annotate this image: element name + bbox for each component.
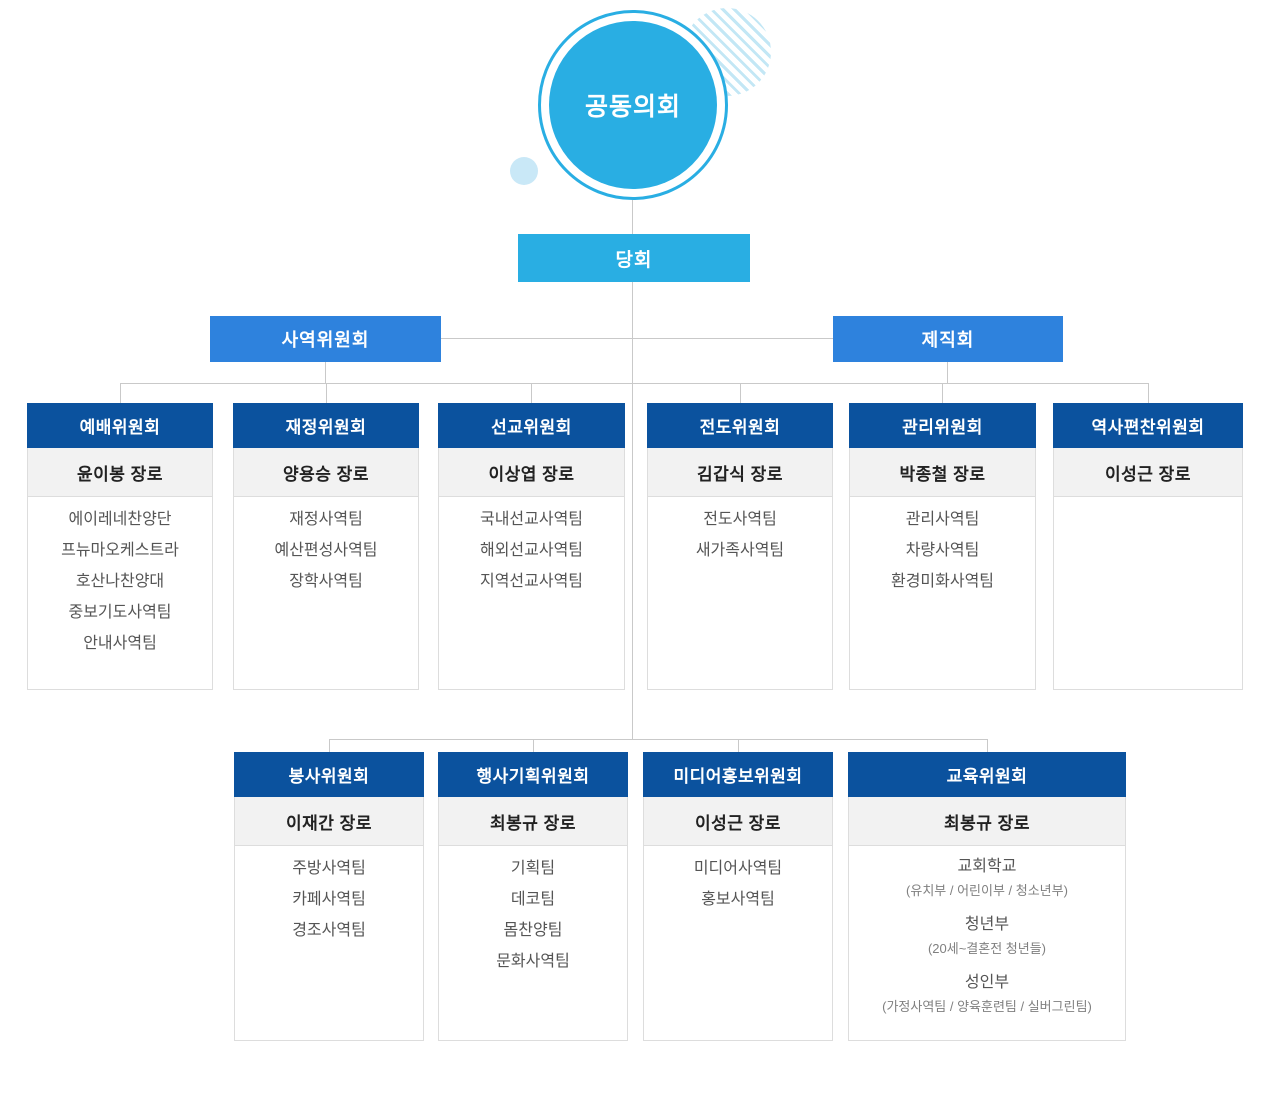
decorative-dot xyxy=(510,157,538,185)
team-item: 프뉴마오케스트라 xyxy=(61,542,179,559)
committee-groups: 교회학교 (유치부 / 어린이부 / 청소년부) 청년부 (20세~결혼전 청년… xyxy=(849,846,1125,1018)
team-item: 경조사역팀 xyxy=(292,922,366,939)
committee-teams: 관리사역팀 차량사역팀 환경미화사역팀 xyxy=(850,497,1035,597)
connector-line xyxy=(740,383,741,403)
root-node-label: 공동의회 xyxy=(549,21,717,189)
team-item: 안내사역팀 xyxy=(83,635,157,652)
committee-teams: 기획팀 데코팀 몸찬양팀 문화사역팀 xyxy=(439,846,627,977)
connector-line xyxy=(120,383,1148,384)
group-note: (20세~결혼전 청년들) xyxy=(927,941,1047,956)
connector-line xyxy=(533,739,534,752)
committee-title: 교육위원회 xyxy=(848,752,1126,797)
session-box: 당회 xyxy=(518,234,750,282)
connector-line xyxy=(329,739,987,740)
committee-leader: 이상엽 장로 xyxy=(439,448,624,497)
group-name: 성인부 xyxy=(964,974,1010,991)
committee-title: 전도위원회 xyxy=(647,403,833,448)
committee-leader: 최봉규 장로 xyxy=(439,797,627,846)
committee-card-mission: 선교위원회 이상엽 장로 국내선교사역팀 해외선교사역팀 지역선교사역팀 xyxy=(438,403,625,690)
team-item: 장학사역팀 xyxy=(289,573,363,590)
group-name: 교회학교 xyxy=(957,858,1017,875)
connector-line xyxy=(120,383,121,403)
team-item: 중보기도사역팀 xyxy=(68,604,172,621)
committee-title: 역사편찬위원회 xyxy=(1053,403,1243,448)
committee-card-education: 교육위원회 최봉규 장로 교회학교 (유치부 / 어린이부 / 청소년부) 청년… xyxy=(848,752,1126,1041)
team-item: 재정사역팀 xyxy=(289,511,363,528)
team-item: 해외선교사역팀 xyxy=(479,542,584,559)
committee-title: 예배위원회 xyxy=(27,403,213,448)
group-name: 청년부 xyxy=(964,916,1010,933)
connector-line xyxy=(632,200,633,234)
education-group: 청년부 (20세~결혼전 청년들) xyxy=(849,911,1125,960)
committee-card-worship: 예배위원회 윤이봉 장로 에이레네찬양단 프뉴마오케스트라 호산나찬양대 중보기… xyxy=(27,403,213,690)
branch-box-ministry: 사역위원회 xyxy=(210,316,441,362)
committee-teams: 재정사역팀 예산편성사역팀 장학사역팀 xyxy=(234,497,418,597)
team-item: 새가족사역팀 xyxy=(695,542,785,559)
connector-line xyxy=(738,739,739,752)
connector-line xyxy=(329,739,330,752)
committee-title: 관리위원회 xyxy=(849,403,1036,448)
connector-line xyxy=(987,739,988,752)
connector-line xyxy=(325,362,326,384)
committee-teams: 전도사역팀 새가족사역팀 xyxy=(648,497,832,566)
education-group: 성인부 (가정사역팀 / 양육훈련팀 / 실버그린팀) xyxy=(849,969,1125,1018)
committee-teams xyxy=(1054,497,1242,504)
committee-leader: 이성근 장로 xyxy=(1054,448,1242,497)
team-item: 데코팀 xyxy=(510,891,556,908)
committee-teams: 에이레네찬양단 프뉴마오케스트라 호산나찬양대 중보기도사역팀 안내사역팀 xyxy=(28,497,212,659)
committee-title: 행사기획위원회 xyxy=(438,752,628,797)
committee-teams: 미디어사역팀 홍보사역팀 xyxy=(644,846,832,915)
connector-line xyxy=(947,362,948,384)
connector-line xyxy=(326,383,327,403)
team-item: 홍보사역팀 xyxy=(701,891,775,908)
connector-line xyxy=(531,383,532,403)
root-node-circle: 공동의회 xyxy=(538,10,728,200)
team-item: 환경미화사역팀 xyxy=(890,573,995,590)
committee-card-management: 관리위원회 박종철 장로 관리사역팀 차량사역팀 환경미화사역팀 xyxy=(849,403,1036,690)
team-item: 카페사역팀 xyxy=(292,891,366,908)
education-group: 교회학교 (유치부 / 어린이부 / 청소년부) xyxy=(849,853,1125,902)
team-item: 몸찬양팀 xyxy=(503,922,563,939)
committee-title: 재정위원회 xyxy=(233,403,419,448)
committee-card-finance: 재정위원회 양용승 장로 재정사역팀 예산편성사역팀 장학사역팀 xyxy=(233,403,419,690)
team-item: 관리사역팀 xyxy=(905,511,980,528)
team-item: 호산나찬양대 xyxy=(75,573,165,590)
committee-card-event-planning: 행사기획위원회 최봉규 장로 기획팀 데코팀 몸찬양팀 문화사역팀 xyxy=(438,752,628,1041)
team-item: 미디어사역팀 xyxy=(693,860,783,877)
connector-line xyxy=(441,338,833,339)
branch-box-deacons: 제직회 xyxy=(833,316,1063,362)
committee-card-service: 봉사위원회 이재간 장로 주방사역팀 카페사역팀 경조사역팀 xyxy=(234,752,424,1041)
committee-teams: 주방사역팀 카페사역팀 경조사역팀 xyxy=(235,846,423,946)
committee-teams: 국내선교사역팀 해외선교사역팀 지역선교사역팀 xyxy=(439,497,624,597)
committee-leader: 윤이봉 장로 xyxy=(28,448,212,497)
committee-title: 미디어홍보위원회 xyxy=(643,752,833,797)
committee-card-history: 역사편찬위원회 이성근 장로 xyxy=(1053,403,1243,690)
team-item: 차량사역팀 xyxy=(905,542,980,559)
committee-card-evangelism: 전도위원회 김갑식 장로 전도사역팀 새가족사역팀 xyxy=(647,403,833,690)
committee-leader: 이성근 장로 xyxy=(644,797,832,846)
committee-leader: 김갑식 장로 xyxy=(648,448,832,497)
group-note: (유치부 / 어린이부 / 청소년부) xyxy=(906,883,1068,898)
committee-card-media-pr: 미디어홍보위원회 이성근 장로 미디어사역팀 홍보사역팀 xyxy=(643,752,833,1041)
team-item: 문화사역팀 xyxy=(496,953,570,970)
team-item: 전도사역팀 xyxy=(703,511,777,528)
team-item: 지역선교사역팀 xyxy=(479,573,584,590)
committee-leader: 최봉규 장로 xyxy=(849,797,1125,846)
committee-title: 봉사위원회 xyxy=(234,752,424,797)
connector-line xyxy=(1148,383,1149,403)
team-item: 주방사역팀 xyxy=(292,860,366,877)
group-note: (가정사역팀 / 양육훈련팀 / 실버그린팀) xyxy=(882,999,1092,1014)
team-item: 기획팀 xyxy=(510,860,556,877)
committee-title: 선교위원회 xyxy=(438,403,625,448)
team-item: 에이레네찬양단 xyxy=(68,511,172,528)
team-item: 예산편성사역팀 xyxy=(274,542,378,559)
connector-line xyxy=(632,282,633,740)
committee-leader: 양용승 장로 xyxy=(234,448,418,497)
committee-leader: 박종철 장로 xyxy=(850,448,1035,497)
team-item: 국내선교사역팀 xyxy=(479,511,584,528)
committee-leader: 이재간 장로 xyxy=(235,797,423,846)
connector-line xyxy=(942,383,943,403)
